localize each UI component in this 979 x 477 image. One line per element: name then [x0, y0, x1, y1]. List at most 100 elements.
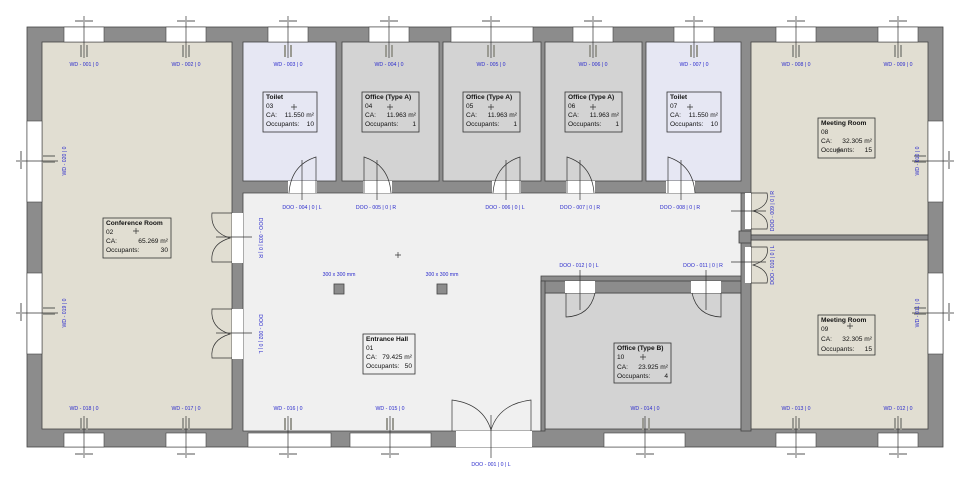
door-openings [232, 181, 751, 359]
svg-text:Meeting Room: Meeting Room [821, 317, 867, 324]
svg-text:Occupants:: Occupants: [466, 121, 500, 128]
svg-text:09: 09 [821, 326, 829, 333]
svg-text:06: 06 [568, 103, 576, 110]
interior-wall [750, 234, 929, 241]
svg-text:CA:: CA: [366, 354, 377, 361]
svg-text:04: 04 [365, 103, 373, 110]
door-tag: DOO - 010 | 0 | L [770, 245, 776, 284]
room-label-01[interactable]: Entrance Hall 01 CA: 79.425 m² Occupants… [362, 333, 416, 375]
svg-text:CA:: CA: [365, 112, 376, 119]
svg-text:Entrance Hall: Entrance Hall [366, 336, 408, 343]
room-label-09[interactable]: Meeting Room 09 CA: 32.305 m² Occupants:… [817, 314, 876, 356]
svg-text:02: 02 [106, 229, 114, 236]
svg-text:Occupants:: Occupants: [266, 121, 300, 128]
window-tag: WD - 005 | 0 [476, 62, 505, 68]
door-tag: DOO - 006 | 0 | L [485, 205, 524, 211]
svg-text:Office (Type B): Office (Type B) [617, 345, 663, 352]
svg-text:15: 15 [865, 346, 873, 353]
svg-text:10: 10 [617, 354, 625, 361]
room-floor-meeting-08 [750, 41, 929, 236]
column-tag: 300 x 300 mm [323, 272, 356, 278]
svg-text:32.305 m²: 32.305 m² [842, 138, 872, 145]
svg-text:10: 10 [307, 121, 315, 128]
svg-text:11.963 m²: 11.963 m² [488, 112, 518, 119]
svg-text:08: 08 [821, 129, 829, 136]
svg-text:Office (Type A): Office (Type A) [365, 94, 411, 101]
svg-text:1: 1 [615, 121, 619, 128]
svg-text:CA:: CA: [821, 336, 832, 343]
room-label-05[interactable]: Office (Type A) 05 CA: 11.963 m² Occupan… [462, 91, 521, 133]
room-floor-conference [41, 41, 233, 430]
window-tag: WD - 019 | 0 [62, 298, 68, 327]
svg-text:1: 1 [412, 121, 416, 128]
svg-text:CA:: CA: [568, 112, 579, 119]
window-tag: WD - 007 | 0 [679, 62, 708, 68]
column [333, 283, 345, 295]
svg-text:Toilet: Toilet [266, 94, 284, 101]
svg-text:CA:: CA: [670, 112, 681, 119]
svg-text:CA:: CA: [266, 112, 277, 119]
svg-text:50: 50 [405, 363, 413, 370]
window-tag: WD - 006 | 0 [578, 62, 607, 68]
svg-text:Occupants:: Occupants: [821, 346, 855, 353]
svg-text:Occupants:: Occupants: [106, 247, 140, 254]
room-floor-office-06 [544, 41, 643, 182]
door-tag: DOO - 007 | 0 | R [560, 205, 600, 211]
svg-text:11.963 m²: 11.963 m² [590, 112, 620, 119]
door-tag: DOO - 004 | 0 | L [282, 205, 321, 211]
svg-text:1: 1 [513, 121, 517, 128]
room-label-10[interactable]: Office (Type B) 10 CA: 23.925 m² Occupan… [613, 342, 672, 384]
window-tag: WD - 017 | 0 [171, 406, 200, 412]
grip-marks [43, 45, 926, 430]
room-label-04[interactable]: Office (Type A) 04 CA: 11.963 m² Occupan… [361, 91, 420, 133]
svg-text:10: 10 [711, 121, 719, 128]
svg-text:CA:: CA: [617, 364, 628, 371]
window-tag: WD - 014 | 0 [630, 406, 659, 412]
window-tag: WD - 018 | 0 [69, 406, 98, 412]
door-tag: DOO - 005 | 0 | R [356, 205, 396, 211]
room-label-06[interactable]: Office (Type A) 06 CA: 11.963 m² Occupan… [564, 91, 623, 133]
room-label-02[interactable]: Conference Room 02 CA: 65.269 m² Occupan… [102, 217, 172, 259]
window-tag: WD - 001 | 0 [69, 62, 98, 68]
door-tag: DOO - 012 | 0 | L [559, 263, 598, 269]
window-ticks [16, 16, 954, 458]
window-tag: WD - 009 | 0 [883, 62, 912, 68]
window-tag: WD - 020 | 0 [62, 146, 68, 175]
entrance-opening [456, 431, 532, 447]
door-tag: DOO - 003 | 0 | R [257, 218, 263, 258]
svg-text:07: 07 [670, 103, 678, 110]
door-tags: DOO - 001 | 0 | L DOO - 002 | 0 | L DOO … [257, 191, 776, 468]
window-tag: WD - 004 | 0 [374, 62, 403, 68]
svg-text:01: 01 [366, 345, 374, 352]
svg-text:03: 03 [266, 103, 274, 110]
window-tag: WD - 016 | 0 [273, 406, 302, 412]
room-label-08[interactable]: Meeting Room 08 CA: 32.305 m² Occupants:… [817, 117, 876, 159]
svg-text:30: 30 [161, 247, 169, 254]
door-leaders [216, 160, 766, 458]
svg-text:15: 15 [865, 147, 873, 154]
door-tag: DOO - 008 | 0 | R [660, 205, 700, 211]
window-tag: WD - 011 | 0 [915, 299, 921, 328]
door-tag: DOO - 001 | 0 | L [471, 462, 510, 468]
svg-text:Occupants:: Occupants: [568, 121, 602, 128]
svg-text:Occupants:: Occupants: [821, 147, 855, 154]
window-tag: WD - 012 | 0 [883, 406, 912, 412]
svg-text:Occupants:: Occupants: [365, 121, 399, 128]
window-tag: WD - 015 | 0 [375, 406, 404, 412]
svg-text:Meeting Room: Meeting Room [821, 120, 867, 127]
svg-text:05: 05 [466, 103, 474, 110]
window-tag: WD - 013 | 0 [781, 406, 810, 412]
room-floor-office-05 [442, 41, 542, 182]
svg-text:Toilet: Toilet [670, 94, 688, 101]
door-tag: DOO - 009 | 0 | R [770, 191, 776, 231]
svg-text:CA:: CA: [106, 238, 117, 245]
room-label-03[interactable]: Toilet 03 CA: 11.550 m² Occupants: 10 [262, 91, 318, 133]
interior-wall [540, 280, 546, 432]
svg-text:4: 4 [664, 373, 668, 380]
room-label-07[interactable]: Toilet 07 CA: 11.550 m² Occupants: 10 [666, 91, 722, 133]
window-tag: WD - 008 | 0 [781, 62, 810, 68]
svg-text:CA:: CA: [821, 138, 832, 145]
room-center-markers [133, 104, 853, 360]
window-tag: WD - 003 | 0 [273, 62, 302, 68]
